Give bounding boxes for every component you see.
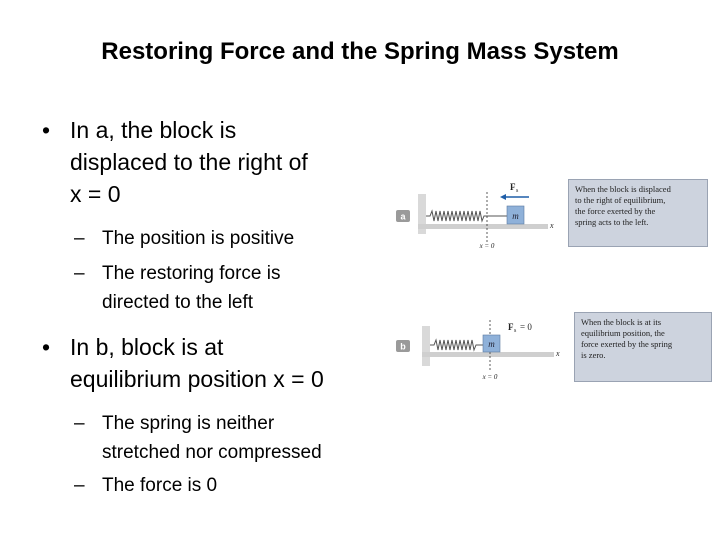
sub-bullet-2-2-line-1: The force is 0: [102, 475, 218, 496]
slide-title: Restoring Force and the Spring Mass Syst…: [101, 38, 619, 65]
wall-b: [422, 326, 430, 366]
bullet-dot-icon: •: [42, 117, 51, 143]
panel-label-b: b: [400, 342, 406, 352]
panel-label-a: a: [400, 212, 406, 222]
callout-a-line-4: spring acts to the left.: [575, 217, 649, 227]
dash-icon: –: [74, 228, 85, 249]
force-subscript-a: s: [516, 188, 519, 194]
bullet-2-line-1: In b, block is at: [70, 334, 224, 360]
bullet-2-line-2: equilibrium position x = 0: [70, 366, 324, 392]
bullet-1-line-3: x = 0: [70, 181, 121, 207]
callout-b-line-4: is zero.: [581, 350, 606, 360]
bullet-dot-icon: •: [42, 334, 51, 360]
sub-bullet-2-1: – The spring is neither stretched nor co…: [42, 409, 392, 467]
panel-label-a-badge: [396, 210, 410, 222]
wall-a: [418, 194, 426, 234]
dash-icon: –: [74, 413, 85, 434]
sub-bullet-1-1: – The position is positive: [42, 224, 392, 253]
callout-a-line-1: When the block is displaced: [575, 184, 671, 194]
axis-label-a: x: [549, 221, 554, 230]
force-label-b: F: [508, 322, 514, 332]
origin-label-b: x = 0: [482, 373, 498, 381]
bullet-1-line-2: displaced to the right of: [70, 149, 308, 175]
callout-a-line-2: to the right of equilibrium,: [575, 195, 666, 205]
sub-bullet-1-2: – The restoring force is directed to the…: [42, 259, 392, 317]
block-b: [482, 334, 501, 353]
bullet-1: • In a, the block is displaced to the ri…: [42, 114, 392, 210]
spring-figure-b: b m F s = 0 x x = 0: [396, 320, 560, 381]
force-subscript-b: s: [514, 328, 517, 334]
callout-a-line-3: the force exerted by the: [575, 206, 656, 216]
force-arrowhead-icon: [500, 194, 506, 200]
sub-bullet-2-1-line-1: The spring is neither: [102, 413, 275, 434]
floor-a: [418, 224, 548, 229]
bullet-1-line-1: In a, the block is: [70, 117, 237, 143]
spring-coil-a: [426, 209, 507, 223]
sub-bullet-1-2-line-2: directed to the left: [102, 292, 254, 313]
callout-a: When the block is displaced to the right…: [568, 179, 708, 247]
callout-b-line-2: equilibrium position, the: [581, 328, 665, 338]
callout-b: When the block is at its equilibrium pos…: [574, 312, 712, 382]
sub-bullet-2-1-line-2: stretched nor compressed: [102, 442, 322, 463]
spring-figure-a: a m F s x x = 0: [396, 182, 554, 250]
block-label-a: m: [512, 211, 519, 221]
axis-label-b: x: [555, 349, 560, 358]
sub-bullet-1-2-line-1: The restoring force is: [102, 263, 281, 284]
dash-icon: –: [74, 263, 85, 284]
sub-bullet-2-2: – The force is 0: [42, 471, 392, 500]
floor-b: [422, 352, 554, 357]
block-a: [506, 205, 525, 225]
callout-b-line-3: force exerted by the spring: [581, 339, 673, 349]
bullet-2: • In b, block is at equilibrium position…: [42, 331, 392, 395]
origin-label-a: x = 0: [479, 242, 495, 250]
bullet-list: • In a, the block is displaced to the ri…: [42, 114, 392, 500]
force-label-a: F: [510, 182, 516, 192]
block-label-b: m: [488, 339, 495, 349]
dash-icon: –: [74, 475, 85, 496]
callout-b-line-1: When the block is at its: [581, 317, 662, 327]
panel-label-b-badge: [396, 340, 410, 352]
sub-bullet-1-1-line-1: The position is positive: [102, 228, 295, 249]
spring-coil-b: [430, 338, 483, 352]
force-eq-b: = 0: [520, 322, 532, 332]
